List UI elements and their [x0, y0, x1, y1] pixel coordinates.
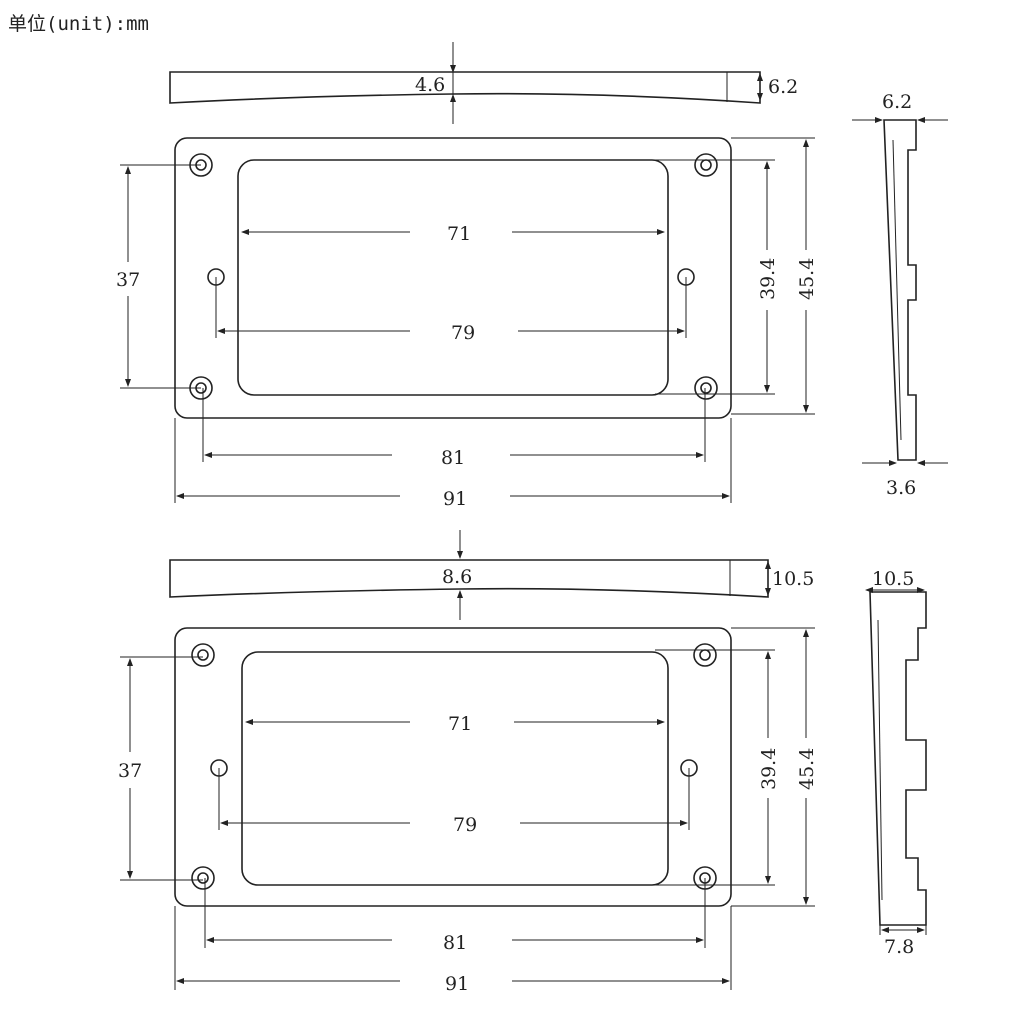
outer-width-label: 91 — [445, 973, 469, 995]
outer-height-label: 45.4 — [796, 748, 818, 790]
mid-hole-spacing-label: 79 — [451, 322, 475, 344]
pickup-window — [241, 651, 669, 886]
center-thickness-label: 8.6 — [442, 566, 472, 588]
side-bottom-thickness-label: 3.6 — [886, 477, 916, 499]
pickup-window — [237, 159, 669, 396]
corner-hole-spacing-label: 81 — [443, 932, 467, 954]
arched-mount-ring-drawing: 8.6 10.5 37 71 79 39.4 45.4 — [118, 530, 927, 995]
window-height-label: 39.4 — [757, 258, 779, 300]
hole-spacing-vertical-label: 37 — [118, 760, 142, 782]
end-thickness-label: 10.5 — [772, 568, 814, 590]
mounting-holes — [189, 153, 718, 400]
side-bottom-thickness-label: 7.8 — [884, 936, 914, 958]
outer-width-label: 91 — [443, 488, 467, 510]
center-thickness-label: 4.6 — [415, 74, 445, 96]
outer-height-label: 45.4 — [796, 258, 818, 300]
profile-view — [169, 71, 761, 104]
plate-outline — [174, 137, 732, 419]
unit-label: 单位(unit):mm — [8, 13, 149, 35]
corner-hole-spacing-label: 81 — [441, 447, 465, 469]
side-top-thickness-label: 6.2 — [882, 91, 912, 113]
side-top-thickness-label: 10.5 — [872, 568, 914, 590]
hole-spacing-vertical-label: 37 — [116, 269, 140, 291]
window-width-label: 71 — [447, 223, 471, 245]
side-view — [852, 117, 948, 466]
profile-view — [169, 559, 769, 598]
plate-outline — [174, 627, 732, 907]
mid-hole-spacing-label: 79 — [453, 814, 477, 836]
window-height-label: 39.4 — [758, 748, 780, 790]
side-view — [865, 587, 927, 935]
window-width-label: 71 — [448, 713, 472, 735]
end-thickness-label: 6.2 — [768, 76, 798, 98]
flat-mount-ring-drawing: 4.6 6.2 37 71 79 39.4 — [116, 42, 948, 510]
mounting-holes — [191, 643, 717, 890]
